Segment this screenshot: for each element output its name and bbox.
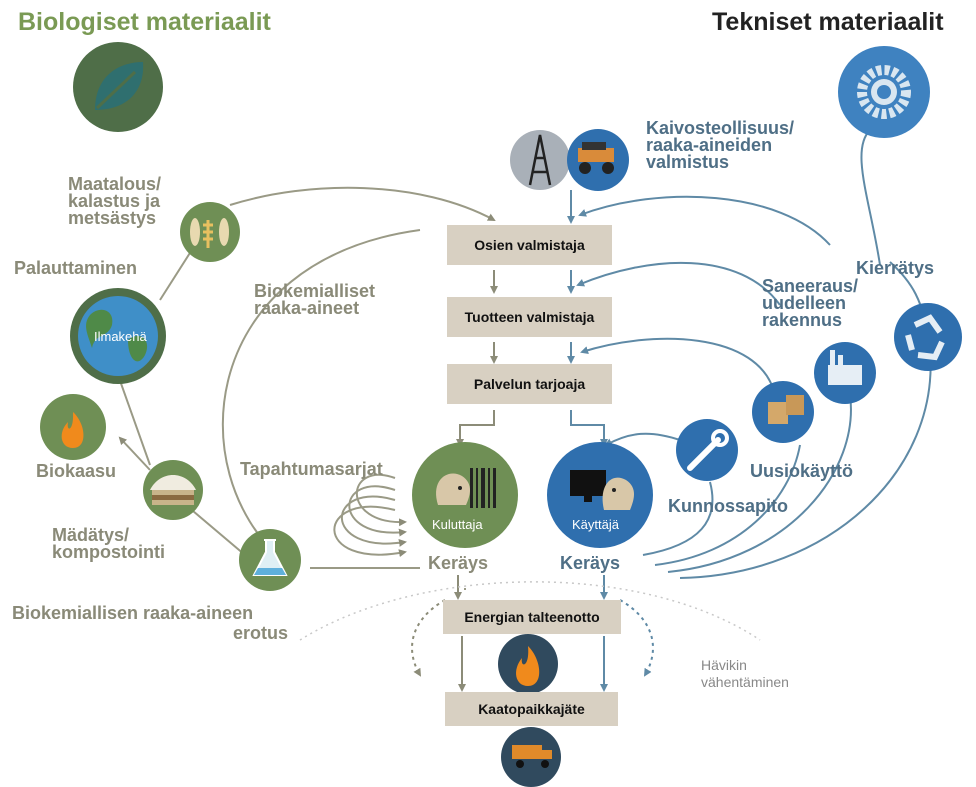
label-consumer: Kuluttaja <box>432 517 483 532</box>
box-service-provider: Palvelun tarjoaja <box>447 364 612 404</box>
flask-icon <box>239 529 301 591</box>
label-maintenance: Kunnossapito <box>668 496 788 516</box>
box-landfill: Kaatopaikkajäte <box>445 692 618 726</box>
label-collection-left: Keräys <box>428 553 489 573</box>
label-collection-right: Keräys <box>560 553 621 573</box>
leaf-icon <box>73 42 163 132</box>
recycle-icon <box>894 303 962 371</box>
label-reuse: Uusiokäyttö <box>750 461 854 481</box>
technical-vertical-arrows <box>567 190 654 692</box>
wrench-icon <box>676 419 738 481</box>
header-biological: Biologiset materiaalit <box>18 8 271 36</box>
oil-rig-icon <box>510 130 570 190</box>
dump-truck-icon <box>501 727 561 787</box>
user-icon <box>547 442 653 548</box>
label-restoration: Palauttaminen <box>14 258 138 278</box>
label-digestion-composting: Mädätys/kompostointi <box>52 525 165 562</box>
globe-icon <box>70 288 166 384</box>
box-parts-manufacturer: Osien valmistaja <box>447 225 612 265</box>
barcode-icon <box>470 468 496 508</box>
wheat-fish-icon <box>180 202 240 262</box>
boxes-icon <box>752 381 814 443</box>
consumer-icon <box>412 442 518 548</box>
leakage-arc <box>299 581 761 641</box>
factory-icon <box>814 342 876 404</box>
label-extraction-line2: erotus <box>233 623 289 643</box>
header-technical: Tekniset materiaalit <box>712 8 944 36</box>
flame-icon <box>40 394 106 460</box>
box-product-manufacturer: Tuotteen valmistaja <box>447 297 612 337</box>
fire-icon <box>498 634 558 694</box>
biological-vertical-arrows <box>411 270 498 692</box>
gear-icon <box>838 46 930 138</box>
label-cascades: Tapahtumasarjat <box>240 459 383 479</box>
label-extraction-line1: Biokemiallisen raaka-aineen <box>12 603 254 623</box>
box-energy-recovery: Energian talteenotto <box>443 600 621 634</box>
soil-layers-icon <box>143 460 203 520</box>
technical-flows <box>576 129 932 579</box>
label-recycling: Kierrätys <box>856 258 935 278</box>
monitor-icon <box>570 470 606 502</box>
mining-truck-icon <box>567 129 629 191</box>
label-biogas: Biokaasu <box>36 461 117 481</box>
label-atmosphere: Ilmakehä <box>94 329 147 344</box>
label-user: Käyttäjä <box>572 517 619 532</box>
